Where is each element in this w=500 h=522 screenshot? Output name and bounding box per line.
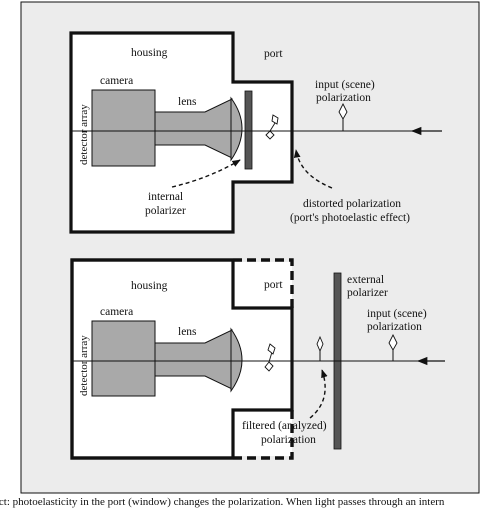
top-input-label-2: polarization [316,92,371,104]
bottom-filtered-polarization-symbol [316,335,324,353]
bottom-camera-body [91,320,156,397]
top-internal-label-2: polarizer [145,205,186,217]
bottom-external-label-2: polarizer [347,287,388,299]
bottom-panel: housing port camera lens detector array … [70,258,445,460]
top-distorted-polarization-symbol [265,114,279,140]
bottom-detector-label: detector array [78,335,90,396]
top-camera-body [91,89,156,167]
bottom-lens-label: lens [178,326,197,338]
bottom-port-enclosure [233,258,294,460]
top-input-polarization-symbol [338,102,348,120]
figure-caption: effect: photoelasticity in the port (win… [0,496,500,518]
bottom-filtered-label-1: filtered (analyzed) [242,420,327,432]
top-camera-label: camera [100,75,133,87]
top-panel: housing port camera lens detector array … [69,31,442,234]
top-lens-label: lens [178,96,197,108]
top-detector-label: detector array [78,104,90,165]
top-internal-label-1: internal [148,191,183,203]
bottom-filtered-label-2: polarization [261,434,316,446]
bottom-camera-label: camera [100,306,133,318]
bottom-housing-label: housing [131,280,168,292]
top-lens-dome [230,96,243,162]
bottom-port-label: port [264,279,283,291]
bottom-housing-inner-step [231,260,294,458]
top-internal-polarizer [244,90,253,170]
top-input-label-1: input (scene) [315,79,375,91]
top-distorted-label-2: (port's photoelastic effect) [290,212,410,224]
bottom-external-label-1: external [347,274,384,286]
top-distorted-label-1: distorted polarization [303,198,401,210]
top-internal-polarizer-pointer [171,159,241,188]
bottom-distorted-polarization-symbol [264,343,276,372]
bottom-input-label-1: input (scene) [367,308,427,320]
bottom-input-polarization-symbol [388,333,398,351]
bottom-lens-dome [230,327,243,393]
top-distorted-pointer [293,149,333,189]
top-port-label: port [264,48,283,60]
figure-caption-text: effect: photoelasticity in the port (win… [0,496,445,508]
bottom-input-label-2: polarization [367,321,422,333]
top-housing-label: housing [131,47,168,59]
